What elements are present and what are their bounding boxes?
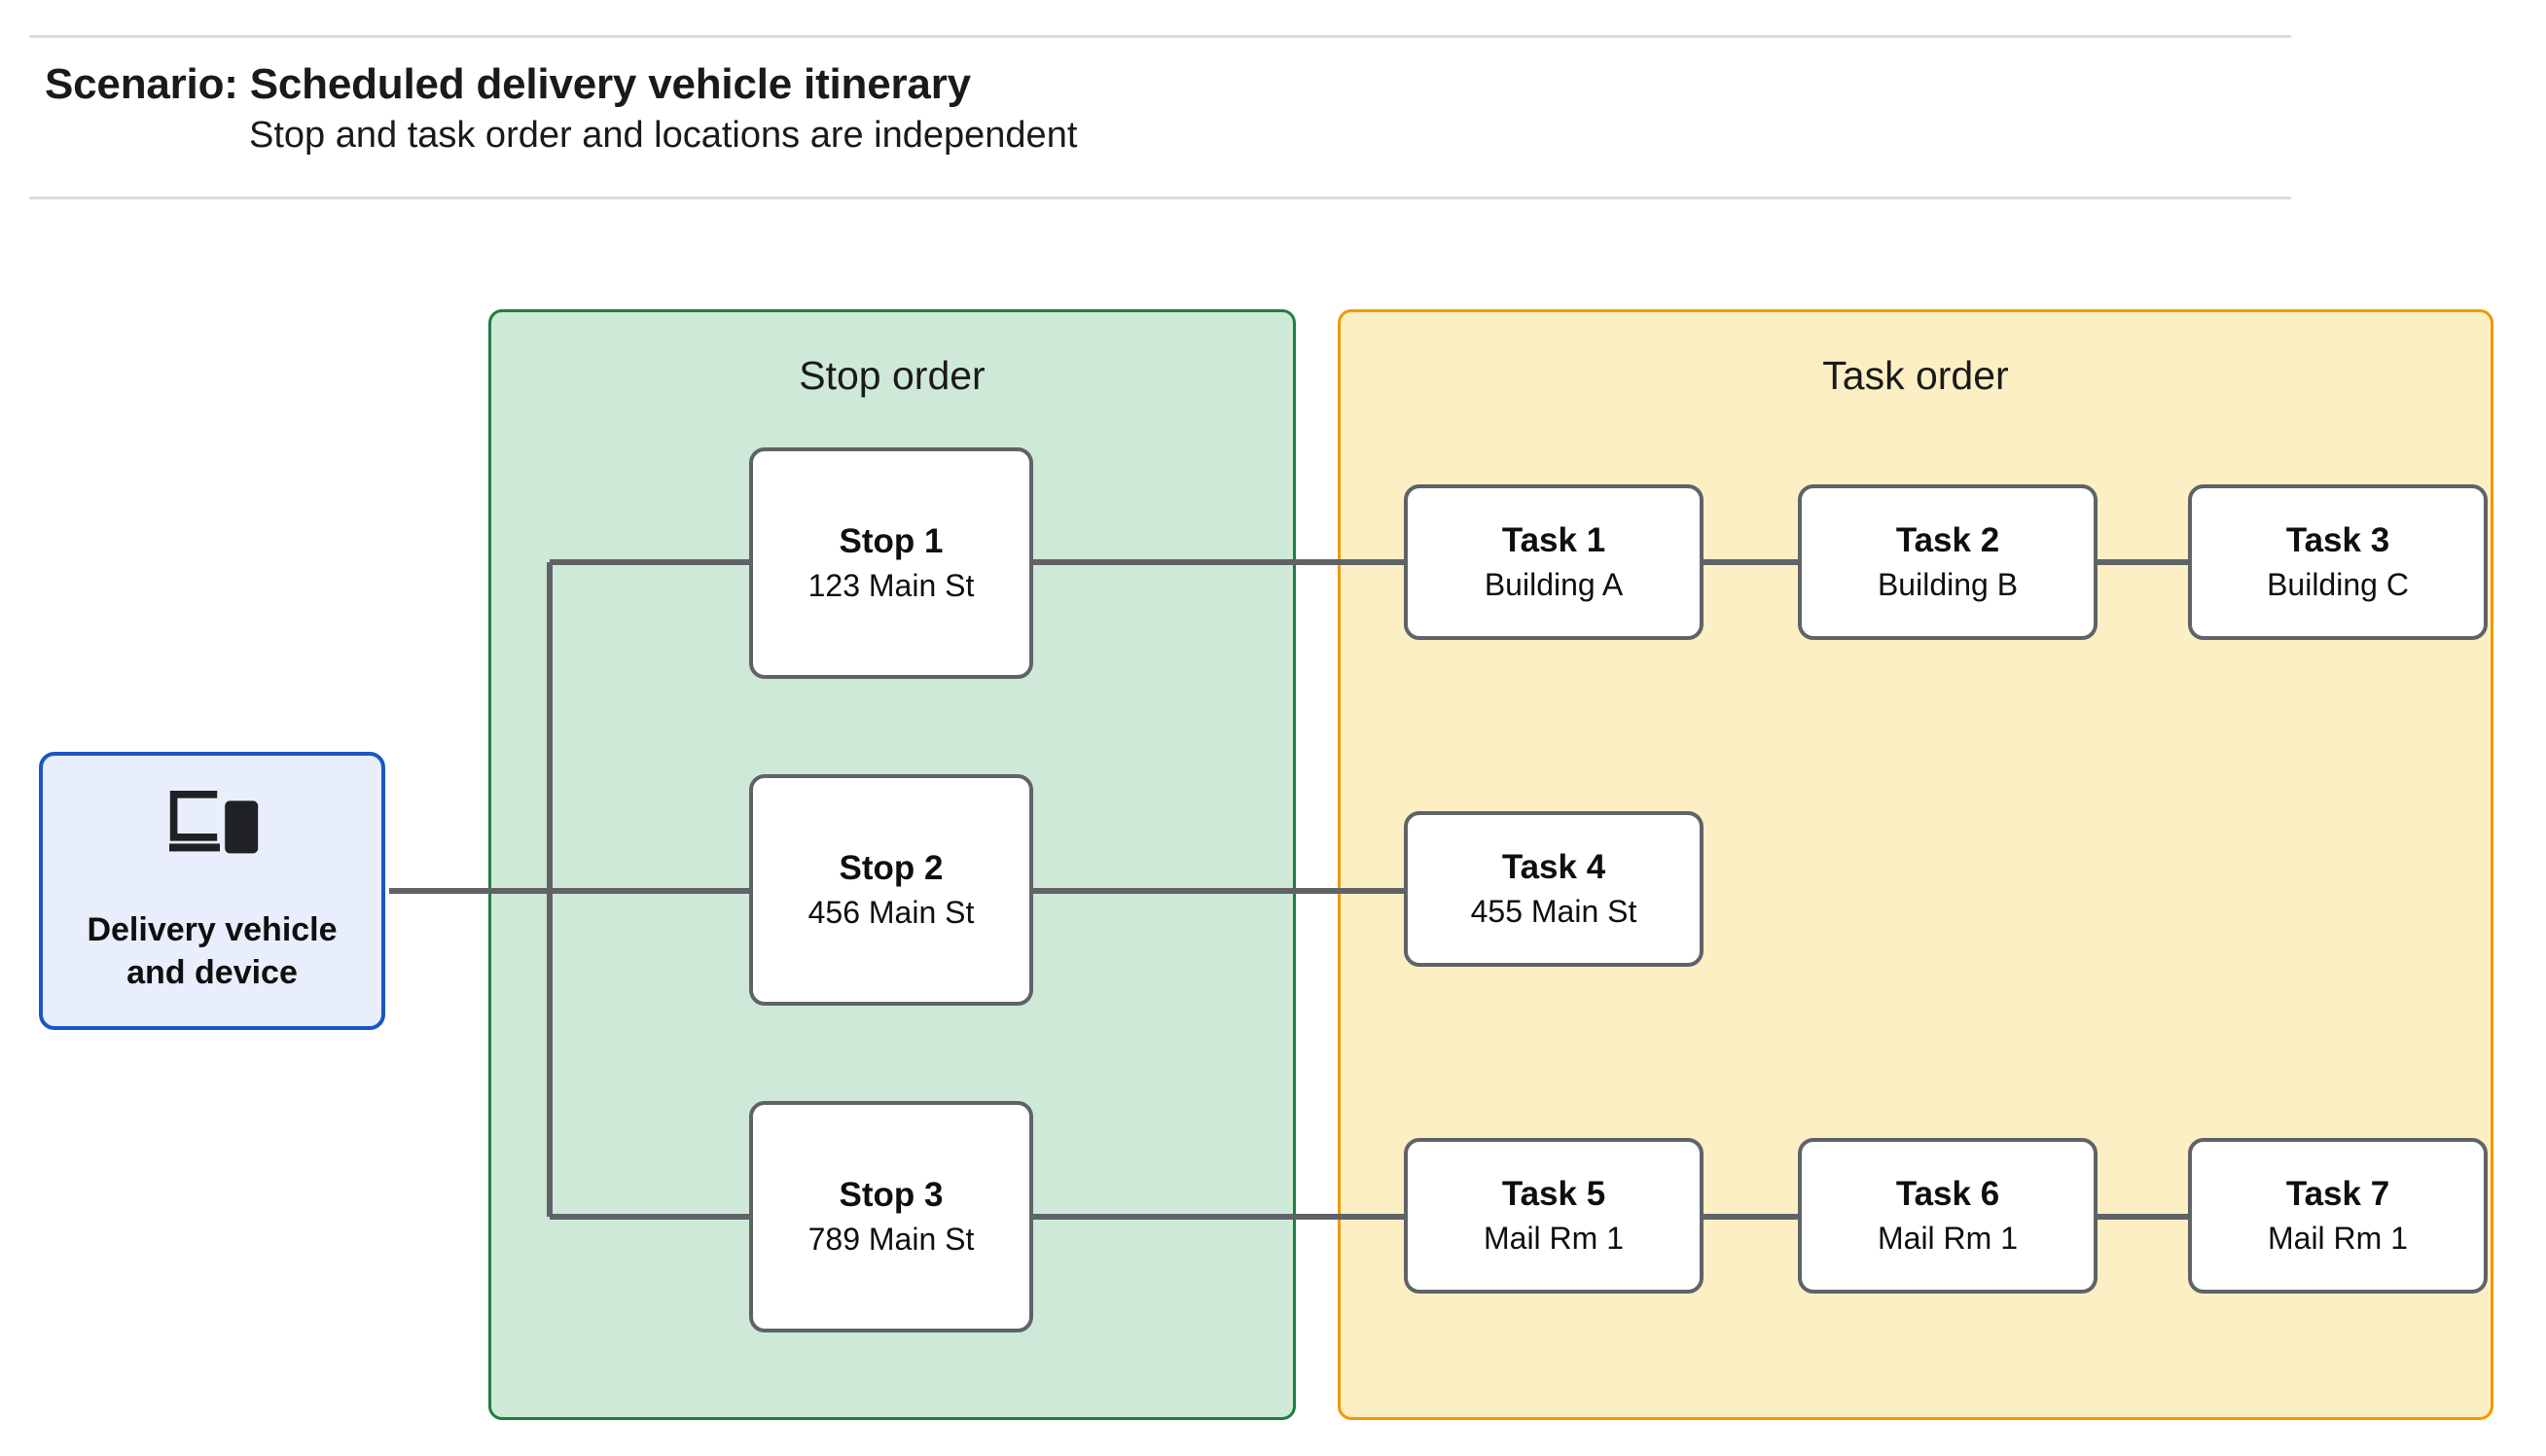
stop-node-1-address: 123 Main St <box>807 568 975 604</box>
delivery-vehicle-label: Delivery vehicle and device <box>87 911 338 991</box>
task-node-4[interactable]: Task 4 455 Main St <box>1404 811 1703 967</box>
task-node-3-title: Task 3 <box>2285 521 2390 560</box>
devices-icon <box>169 791 259 854</box>
task-node-6-location: Mail Rm 1 <box>1877 1221 2018 1257</box>
header-divider-top <box>29 35 2291 38</box>
task-node-6[interactable]: Task 6 Mail Rm 1 <box>1798 1138 2098 1294</box>
task-order-group-title: Task order <box>1822 353 2009 398</box>
stop-order-group-title: Stop order <box>799 353 986 398</box>
task-node-4-title: Task 4 <box>1501 848 1606 887</box>
stop-node-3-address: 789 Main St <box>807 1222 975 1258</box>
task-node-5-location: Mail Rm 1 <box>1483 1221 1624 1257</box>
stop-node-2-address: 456 Main St <box>807 895 975 931</box>
task-node-3-location: Building C <box>2267 567 2409 603</box>
stop-node-2-title: Stop 2 <box>839 849 944 888</box>
stop-node-1[interactable]: Stop 1 123 Main St <box>749 447 1033 679</box>
stop-node-1-title: Stop 1 <box>839 522 944 561</box>
task-node-7-title: Task 7 <box>2285 1175 2390 1214</box>
delivery-vehicle-node[interactable]: Delivery vehicle and device <box>39 752 385 1030</box>
task-node-7[interactable]: Task 7 Mail Rm 1 <box>2188 1138 2488 1294</box>
header-divider-bottom <box>29 196 2291 199</box>
task-node-1-location: Building A <box>1484 567 1624 603</box>
stop-node-2[interactable]: Stop 2 456 Main St <box>749 774 1033 1006</box>
task-node-1-title: Task 1 <box>1501 521 1606 560</box>
page-subtitle: Stop and task order and locations are in… <box>249 115 1078 156</box>
task-node-2-title: Task 2 <box>1895 521 2000 560</box>
task-node-2[interactable]: Task 2 Building B <box>1798 484 2098 640</box>
page-title: Scenario: Scheduled delivery vehicle iti… <box>45 60 971 108</box>
task-node-4-location: 455 Main St <box>1470 894 1637 930</box>
task-node-6-title: Task 6 <box>1895 1175 2000 1214</box>
task-node-2-location: Building B <box>1877 567 2019 603</box>
task-node-5[interactable]: Task 5 Mail Rm 1 <box>1404 1138 1703 1294</box>
task-node-1[interactable]: Task 1 Building A <box>1404 484 1703 640</box>
task-node-7-location: Mail Rm 1 <box>2267 1221 2408 1257</box>
task-node-3[interactable]: Task 3 Building C <box>2188 484 2488 640</box>
stop-node-3[interactable]: Stop 3 789 Main St <box>749 1101 1033 1332</box>
stop-node-3-title: Stop 3 <box>839 1176 944 1215</box>
task-node-5-title: Task 5 <box>1501 1175 1606 1214</box>
